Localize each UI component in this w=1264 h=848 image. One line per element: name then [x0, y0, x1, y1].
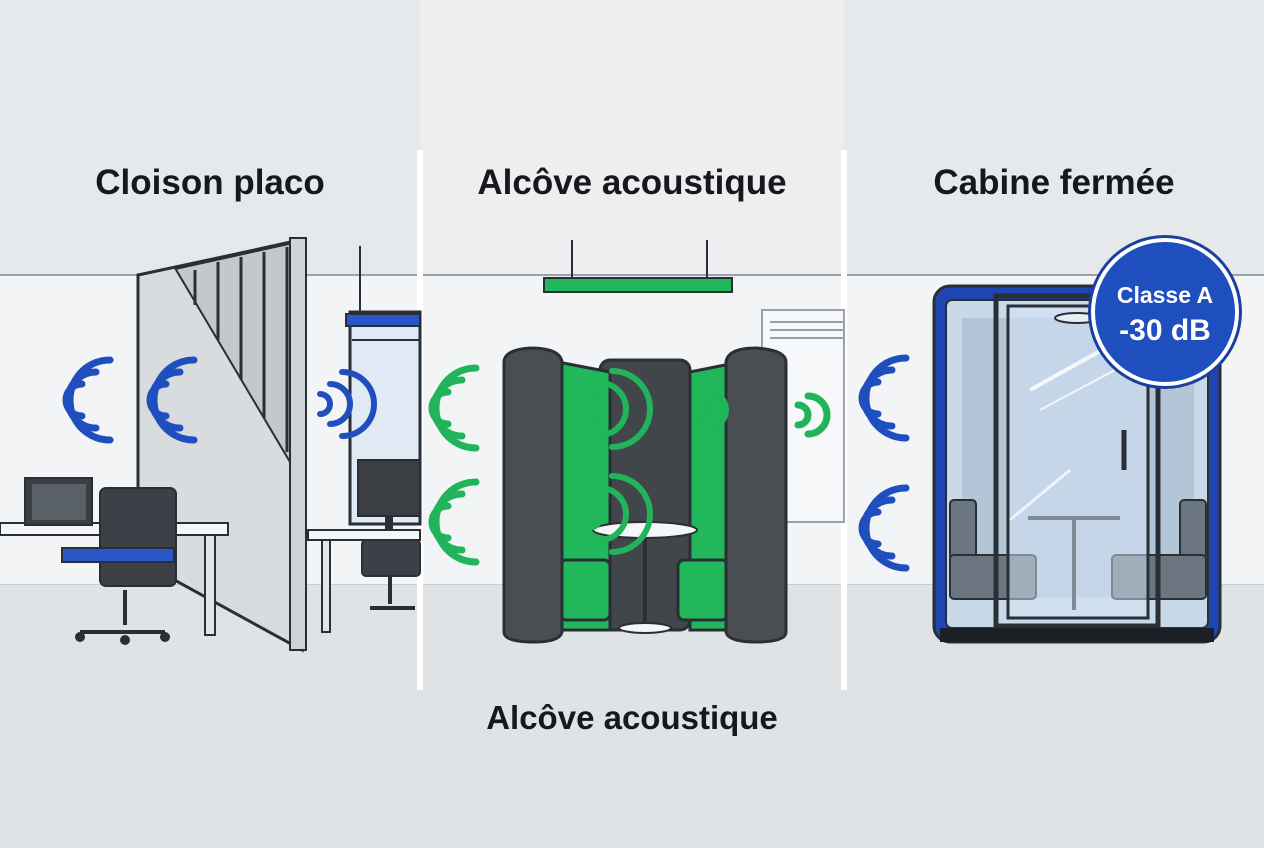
sound-waves-blue-left	[62, 356, 198, 444]
alcove-seats	[558, 558, 730, 622]
badge-attenuation-value: -30 dB	[1119, 314, 1211, 347]
ceiling-light	[543, 240, 733, 293]
sound-waves-green-inside	[585, 368, 729, 555]
panel-title-acoustic-alcove: Alcôve acoustique	[477, 163, 787, 202]
felt-side-walls	[502, 346, 788, 644]
plasterboard-partition-scene	[0, 237, 422, 653]
acoustic-class-badge: Classe A -30 dB	[1091, 238, 1239, 386]
desk-with-monitor	[307, 459, 421, 633]
sound-waves-blue-through-wall	[317, 369, 377, 439]
partition-wall	[136, 237, 307, 653]
sound-waves-blue-booth	[858, 354, 910, 572]
badge-class-label: Classe A	[1116, 282, 1214, 308]
bottom-caption: Alcôve acoustique	[486, 699, 778, 736]
panel-title-plasterboard: Cloison placo	[95, 163, 325, 202]
acoustic-alcove-scene	[428, 240, 845, 644]
panel-title-closed-booth: Cabine fermée	[933, 163, 1175, 202]
desk-with-laptop	[0, 477, 229, 645]
sound-waves-green-outside	[428, 364, 831, 566]
